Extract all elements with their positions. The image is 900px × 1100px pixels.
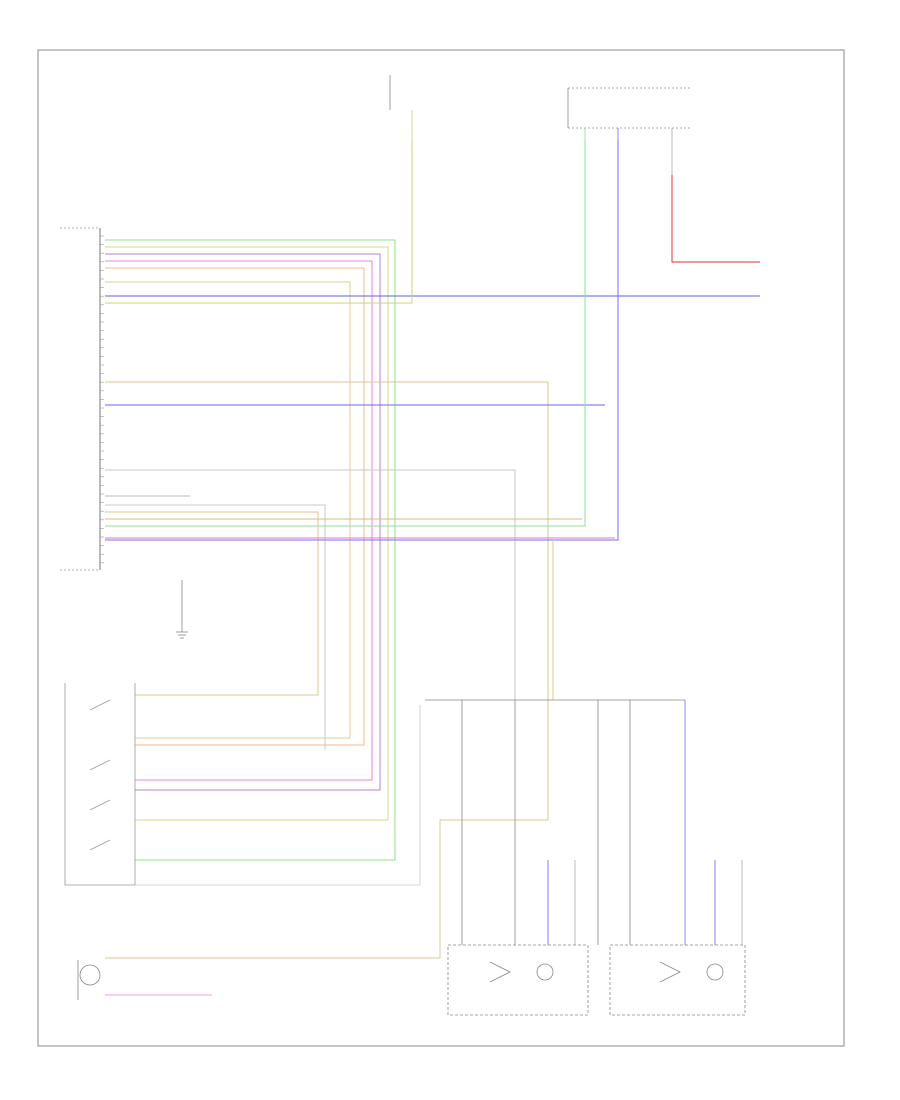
sensor-symbol (77, 960, 101, 1000)
wire-tan-1 (105, 281, 351, 739)
wire-violet (105, 253, 381, 791)
motor-right (609, 944, 746, 1016)
wire-tan-3 (105, 511, 319, 696)
wire-green-2 (105, 140, 586, 527)
top-left-connector (389, 75, 413, 200)
wire-gray-1 (105, 469, 516, 700)
ground-icon (176, 580, 188, 639)
wire-pink (105, 260, 373, 781)
top-right-connector (567, 87, 690, 175)
wire-to-top-connector (105, 140, 413, 304)
wire-tan-2 (105, 381, 549, 700)
wire-orange (105, 267, 365, 746)
module-pin-ticks (100, 235, 104, 564)
wire-green-1 (105, 239, 396, 861)
transfer-case-control-module (60, 227, 104, 571)
motor-icon (536, 963, 554, 981)
diagram-frame (37, 49, 845, 1047)
wire-red (671, 175, 760, 263)
wire-bundle (105, 140, 760, 861)
motor-left (447, 944, 589, 1016)
splice-connector (425, 699, 743, 945)
wire-sensor-yellow (105, 700, 549, 959)
wire-blue-2 (105, 140, 619, 541)
switch-assembly (64, 683, 421, 886)
wire-gray-3 (105, 504, 326, 750)
switch-icon (89, 699, 111, 711)
wire-yellow-green (105, 246, 389, 821)
